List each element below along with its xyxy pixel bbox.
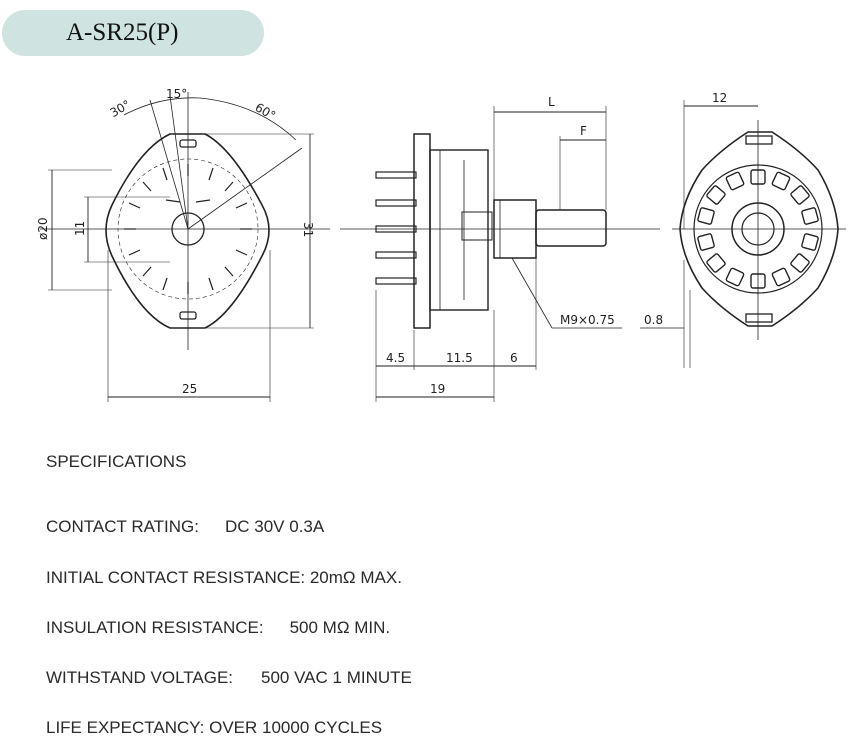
spec-insulation-label: INSULATION RESISTANCE: bbox=[46, 618, 264, 637]
angle-arc-left bbox=[123, 97, 201, 116]
angle-line-60 bbox=[187, 147, 303, 230]
thread-leader bbox=[511, 257, 553, 329]
spec-contact-rating-value: DC 30V 0.3A bbox=[225, 517, 325, 536]
side-wafer-body bbox=[429, 149, 489, 311]
front-body-outline bbox=[105, 133, 270, 329]
label-dim-11-5: 11.5 bbox=[446, 351, 473, 365]
label-dim-25: 25 bbox=[182, 382, 197, 396]
label-thread: M9×0.75 bbox=[560, 313, 615, 327]
label-dim-11: 11 bbox=[73, 221, 87, 236]
label-angle-15: 15° bbox=[166, 87, 187, 101]
title-badge bbox=[2, 10, 264, 56]
rear-view bbox=[640, 100, 846, 368]
spec-withstand-label: WITHSTAND VOLTAGE: bbox=[46, 668, 234, 687]
side-shaft bbox=[535, 209, 607, 247]
label-dim-31: 31 bbox=[301, 222, 315, 237]
label-dim-L: L bbox=[548, 95, 555, 109]
spec-insulation: INSULATION RESISTANCE: 500 MΩ MIN. bbox=[46, 618, 390, 638]
rear-slot-top bbox=[745, 135, 773, 145]
page-title: A-SR25(P) bbox=[66, 19, 179, 46]
label-angle-60: 60° bbox=[253, 100, 278, 123]
label-dim-6: 6 bbox=[510, 351, 518, 365]
label-angle-30: 30° bbox=[108, 97, 133, 120]
spec-contact-rating: CONTACT RATING: DC 30V 0.3A bbox=[46, 517, 324, 537]
angle-line-15 bbox=[169, 95, 189, 230]
label-dim-12: 12 bbox=[712, 91, 727, 105]
front-view bbox=[40, 92, 330, 402]
spec-contact-rating-label: CONTACT RATING: bbox=[46, 517, 199, 536]
technical-drawing: 30° 15° 60° ø20 11 31 25 L F M9×0.75 4.5… bbox=[36, 87, 846, 402]
spec-initial-resistance: INITIAL CONTACT RESISTANCE: 20mΩ MAX. bbox=[46, 568, 402, 587]
angle-arc-right bbox=[199, 97, 297, 141]
label-dim-4-5: 4.5 bbox=[386, 351, 405, 365]
side-view bbox=[340, 106, 660, 402]
spec-withstand: WITHSTAND VOLTAGE: 500 VAC 1 MINUTE bbox=[46, 668, 412, 688]
spec-withstand-value: 500 VAC 1 MINUTE bbox=[261, 668, 412, 687]
label-dim-diameter: ø20 bbox=[36, 217, 50, 240]
rear-body-outline bbox=[679, 131, 839, 327]
side-terminals bbox=[375, 171, 417, 285]
angle-line-30 bbox=[149, 99, 189, 230]
side-rotor bbox=[461, 211, 493, 241]
specifications-heading: SPECIFICATIONS bbox=[46, 452, 187, 471]
spec-life-expectancy: LIFE EXPECTANCY: OVER 10000 CYCLES bbox=[46, 718, 383, 737]
label-dim-19: 19 bbox=[430, 382, 445, 396]
spec-insulation-value: 500 MΩ MIN. bbox=[289, 618, 391, 637]
rear-terminals bbox=[697, 169, 819, 289]
rear-slot-bottom bbox=[745, 313, 773, 323]
label-dim-0-8: 0.8 bbox=[644, 313, 663, 327]
label-dim-F: F bbox=[580, 124, 587, 138]
